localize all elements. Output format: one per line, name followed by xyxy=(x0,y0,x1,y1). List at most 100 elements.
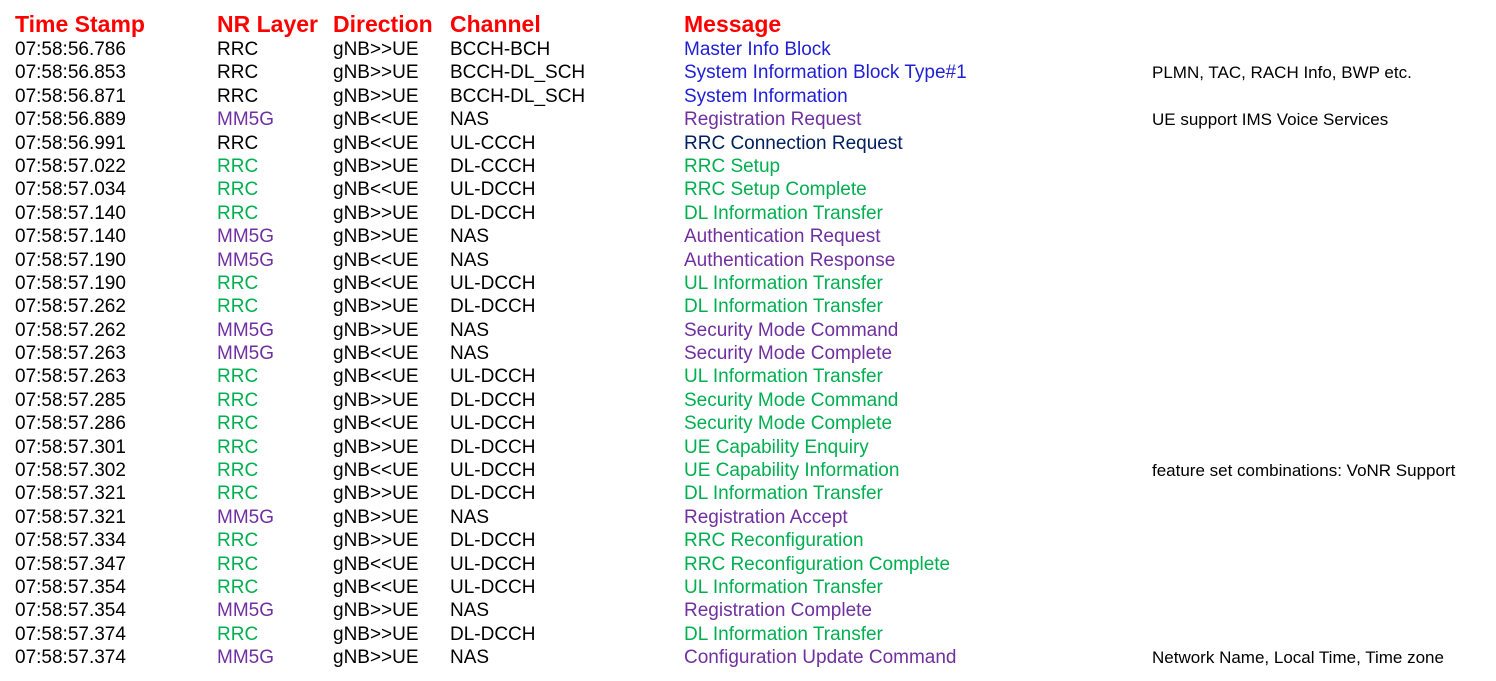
header-message: Message xyxy=(684,11,782,37)
direction-cell: gNB<<UE xyxy=(333,343,419,365)
channel-cell: UL-DCCH xyxy=(450,553,536,575)
time-stamp-cell: 07:58:57.286 xyxy=(15,413,126,435)
channel-cell: DL-DCCH xyxy=(450,623,536,645)
nr-layer-cell: RRC xyxy=(217,272,259,294)
channel-cell: DL-DCCH xyxy=(450,530,536,552)
direction-cell: gNB>>UE xyxy=(333,85,419,107)
nr-layer-cell: RRC xyxy=(217,296,259,318)
channel-cell: NAS xyxy=(450,319,490,341)
channel-cell: UL-DCCH xyxy=(450,179,536,201)
direction-cell: gNB>>UE xyxy=(333,647,419,669)
message-cell: RRC Reconfiguration xyxy=(684,530,864,552)
time-stamp-cell: 07:58:57.263 xyxy=(15,343,126,365)
message-cell: Security Mode Complete xyxy=(684,343,893,365)
header-channel: Channel xyxy=(450,11,541,37)
time-stamp-cell: 07:58:56.889 xyxy=(15,109,126,131)
nr-layer-cell: RRC xyxy=(217,202,259,224)
message-cell: Master Info Block xyxy=(684,39,831,60)
header-row: Time Stamp NR Layer Direction Channel Me… xyxy=(0,10,1496,38)
nr-layer-cell: RRC xyxy=(217,85,259,107)
message-cell: UE Capability Enquiry xyxy=(684,436,869,458)
nr-layer-cell: MM5G xyxy=(217,343,274,365)
message-cell: UL Information Transfer xyxy=(684,366,883,388)
channel-cell: UL-DCCH xyxy=(450,460,536,482)
message-cell: System Information Block Type#1 xyxy=(684,62,967,84)
nr-layer-cell: RRC xyxy=(217,132,259,154)
direction-cell: gNB<<UE xyxy=(333,109,419,131)
note-cell: UE support IMS Voice Services xyxy=(1152,110,1389,130)
nr-layer-cell: MM5G xyxy=(217,226,274,248)
message-cell: DL Information Transfer xyxy=(684,202,883,224)
time-stamp-cell: 07:58:57.262 xyxy=(15,319,126,341)
message-cell: Authentication Response xyxy=(684,249,896,271)
channel-cell: UL-DCCH xyxy=(450,272,536,294)
nr-layer-cell: MM5G xyxy=(217,319,274,341)
direction-cell: gNB>>UE xyxy=(333,62,419,84)
channel-cell: NAS xyxy=(450,506,490,528)
direction-cell: gNB>>UE xyxy=(333,226,419,248)
time-stamp-cell: 07:58:57.190 xyxy=(15,272,126,294)
direction-cell: gNB<<UE xyxy=(333,132,419,154)
channel-cell: NAS xyxy=(450,109,490,131)
direction-cell: gNB>>UE xyxy=(333,600,419,622)
channel-cell: UL-DCCH xyxy=(450,576,536,598)
nr-layer-cell: RRC xyxy=(217,62,259,84)
time-stamp-cell: 07:58:57.374 xyxy=(15,623,126,645)
channel-cell: NAS xyxy=(450,600,490,622)
time-stamp-cell: 07:58:57.354 xyxy=(15,600,126,622)
time-stamp-cell: 07:58:57.034 xyxy=(15,179,126,201)
nr-layer-cell: RRC xyxy=(217,530,259,552)
message-cell: DL Information Transfer xyxy=(684,296,883,318)
time-stamp-cell: 07:58:57.347 xyxy=(15,553,126,575)
time-stamp-cell: 07:58:57.190 xyxy=(15,249,126,271)
channel-cell: BCCH-BCH xyxy=(450,39,551,60)
header-direction: Direction xyxy=(333,11,433,37)
nr-layer-cell: RRC xyxy=(217,39,259,60)
time-stamp-cell: 07:58:56.786 xyxy=(15,39,126,60)
direction-cell: gNB<<UE xyxy=(333,249,419,271)
message-cell: Security Mode Command xyxy=(684,319,899,341)
message-cell: DL Information Transfer xyxy=(684,623,883,645)
time-stamp-cell: 07:58:57.302 xyxy=(15,460,126,482)
time-stamp-cell: 07:58:57.285 xyxy=(15,389,126,411)
nr-layer-cell: RRC xyxy=(217,576,259,598)
time-stamp-cell: 07:58:57.374 xyxy=(15,647,126,669)
message-cell: RRC Reconfiguration Complete xyxy=(684,553,951,575)
direction-cell: gNB>>UE xyxy=(333,623,419,645)
direction-cell: gNB>>UE xyxy=(333,483,419,505)
nr-layer-cell: RRC xyxy=(217,413,259,435)
channel-cell: DL-DCCH xyxy=(450,483,536,505)
time-stamp-cell: 07:58:57.321 xyxy=(15,483,126,505)
channel-cell: DL-DCCH xyxy=(450,296,536,318)
nr-layer-cell: RRC xyxy=(217,155,259,177)
direction-cell: gNB>>UE xyxy=(333,506,419,528)
header-nr-layer: NR Layer xyxy=(217,11,318,37)
direction-cell: gNB>>UE xyxy=(333,530,419,552)
direction-cell: gNB>>UE xyxy=(333,202,419,224)
channel-cell: DL-DCCH xyxy=(450,436,536,458)
nr-layer-cell: RRC xyxy=(217,389,259,411)
message-cell: DL Information Transfer xyxy=(684,483,883,505)
time-stamp-cell: 07:58:56.853 xyxy=(15,62,126,84)
time-stamp-cell: 07:58:57.334 xyxy=(15,530,126,552)
time-stamp-cell: 07:58:57.321 xyxy=(15,506,126,528)
message-cell: Configuration Update Command xyxy=(684,647,957,669)
message-cell: Security Mode Complete xyxy=(684,413,893,435)
message-cell: Security Mode Command xyxy=(684,389,899,411)
channel-cell: UL-CCCH xyxy=(450,132,536,154)
time-stamp-cell: 07:58:57.263 xyxy=(15,366,126,388)
